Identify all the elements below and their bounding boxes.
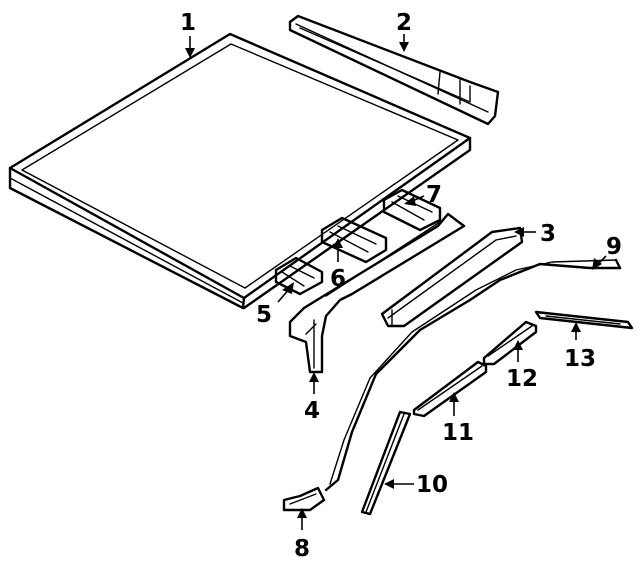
drip-molding-rear — [412, 360, 488, 418]
vertical-weatherstrip — [360, 410, 412, 516]
roof-panel — [8, 32, 472, 310]
drip-molding-front — [534, 310, 634, 330]
front-header-rail — [288, 14, 500, 126]
callout-9: 9 — [606, 234, 622, 260]
roof-side-rail — [288, 212, 466, 374]
door-weatherstrip — [324, 258, 622, 492]
callout-1: 1 — [180, 10, 196, 36]
side-reinforcement — [380, 226, 524, 328]
leader-lines — [185, 34, 607, 530]
callout-10: 10 — [416, 472, 448, 498]
callout-7: 7 — [426, 182, 442, 208]
callout-2: 2 — [396, 10, 412, 36]
weatherstrip-end-piece — [282, 486, 326, 512]
drip-molding-center — [482, 320, 538, 366]
callout-13: 13 — [564, 346, 596, 372]
callout-3: 3 — [540, 221, 556, 247]
callout-12: 12 — [506, 366, 538, 392]
callout-6: 6 — [330, 266, 346, 292]
callout-labels: 1 2 3 4 5 6 7 8 9 10 11 12 13 — [180, 10, 622, 562]
roof-bow-center — [320, 216, 388, 264]
callout-5: 5 — [256, 302, 272, 328]
roof-bow-front — [274, 256, 324, 296]
callout-8: 8 — [294, 536, 310, 562]
callout-11: 11 — [442, 420, 474, 446]
callout-4: 4 — [304, 398, 320, 424]
